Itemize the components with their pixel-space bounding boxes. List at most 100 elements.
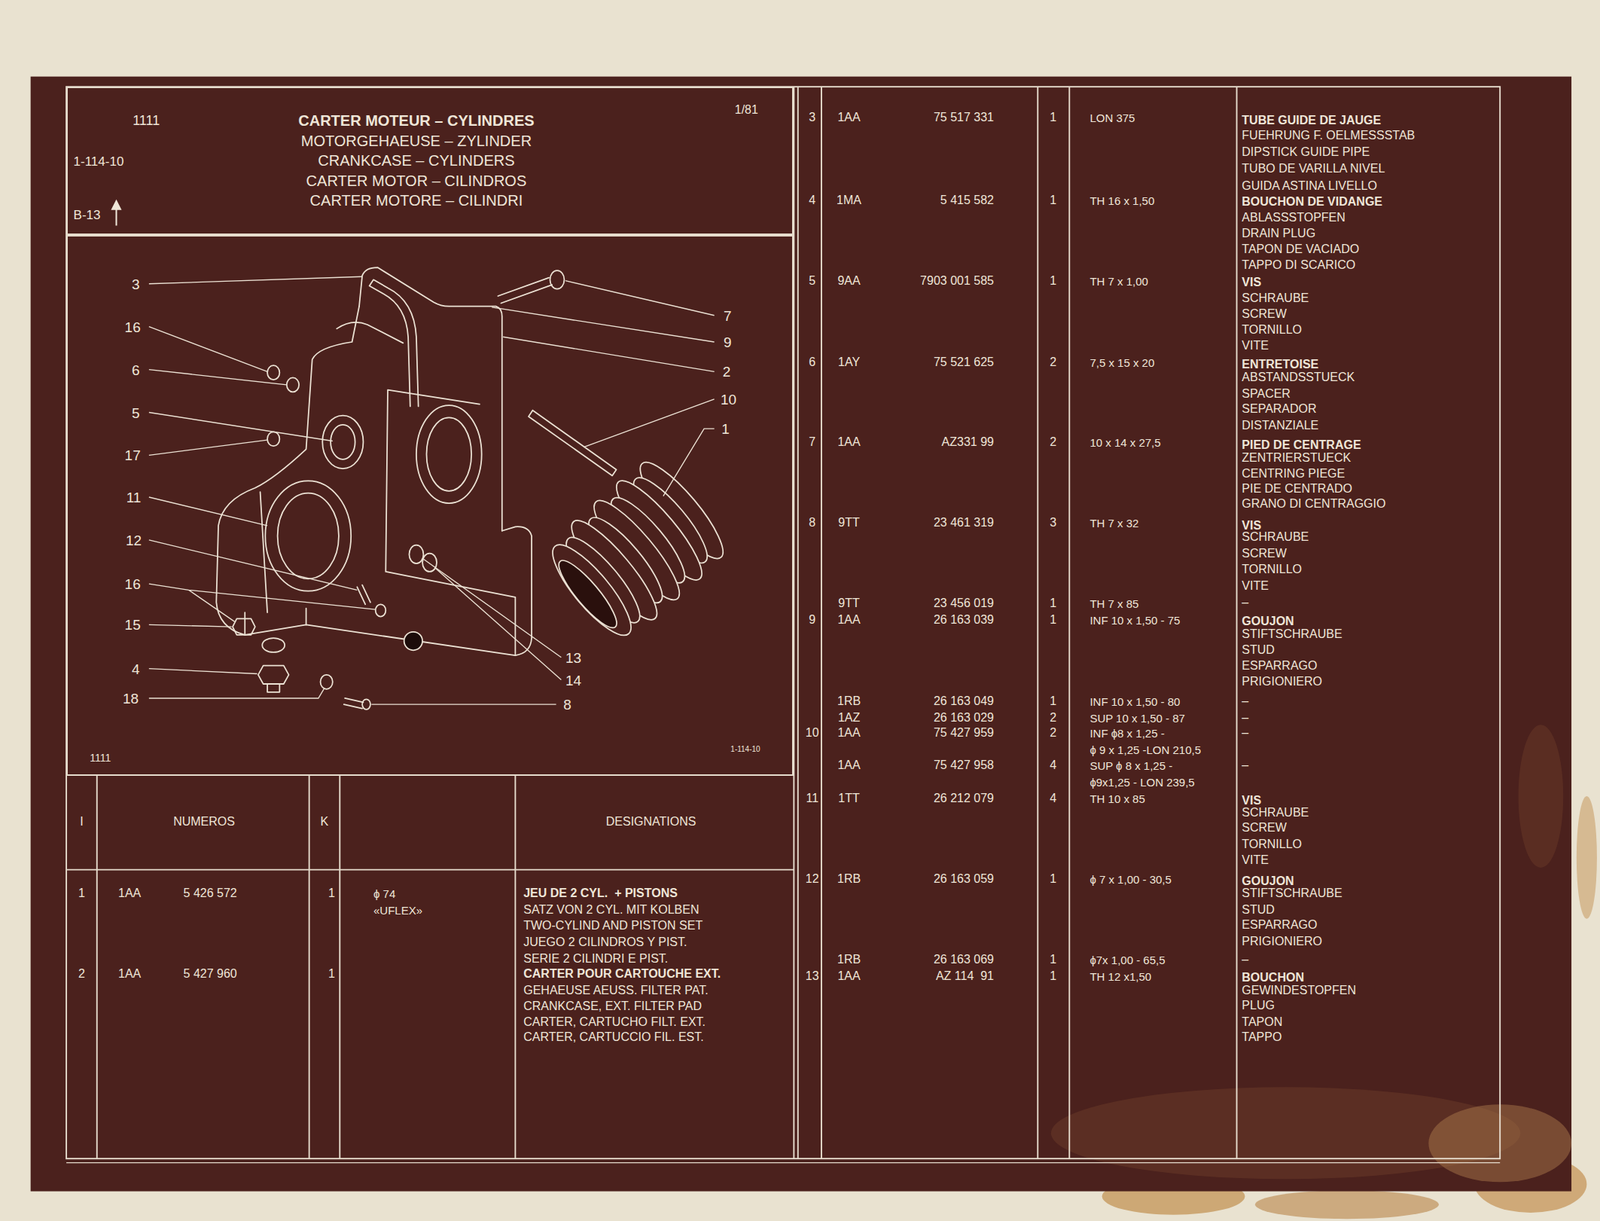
crankcase-illustration — [369, 279, 419, 406]
table-cell: 1AA — [837, 435, 860, 448]
table-cell: 1 — [1049, 694, 1057, 708]
callout-number: 9 — [723, 335, 732, 350]
crankcase-illustration — [549, 270, 564, 289]
callout-number: 14 — [565, 672, 582, 687]
table-cell: 23 456 019 — [933, 597, 994, 610]
table-cell: GUIDA ASTINA LIVELLO — [1241, 179, 1378, 192]
panel-text: 1111 — [132, 113, 160, 128]
crankcase-illustration — [416, 405, 482, 503]
table-cell: INF 10 x 1,50 - 75 — [1089, 613, 1180, 625]
table-cell: 75 427 958 — [933, 758, 994, 772]
table-cell: DRAIN PLUG — [1241, 227, 1316, 240]
table-cell: VITE — [1241, 339, 1269, 352]
table-cell: 1 — [1049, 953, 1057, 966]
table-cell: CRANKCASE, EXT. FILTER PAD — [523, 999, 702, 1012]
table-frame — [514, 775, 516, 1159]
crankcase-illustration — [286, 377, 299, 392]
crankcase-illustration — [265, 480, 351, 591]
table-cell: 13 — [805, 969, 820, 982]
column-header: I — [79, 815, 83, 828]
table-cell: – — [1241, 726, 1249, 739]
table-cell: 2 — [1049, 435, 1057, 448]
table-cell: 2 — [1049, 726, 1057, 739]
stain — [1518, 724, 1564, 868]
table-cell: – — [1241, 596, 1249, 609]
table-cell: PIE DE CENTRADO — [1241, 482, 1353, 495]
crankcase-illustration — [408, 545, 424, 564]
table-frame — [66, 86, 1500, 1162]
table-cell: PIED DE CENTRAGE — [1241, 438, 1361, 452]
table-cell: 1 — [1049, 597, 1057, 610]
table-cell: 4 — [808, 194, 816, 207]
stain — [1051, 724, 1572, 1182]
table-cell: 1AA — [118, 886, 141, 900]
callout-number: 16 — [124, 576, 141, 592]
table-cell: 1AA — [837, 969, 860, 982]
cylinder-illustration — [542, 534, 643, 645]
crankcase-illustration — [320, 674, 333, 689]
column-header: K — [320, 815, 330, 828]
crankcase-illustration — [267, 365, 280, 380]
table-cell: 1MA — [836, 194, 862, 207]
table-cell: 1 — [78, 886, 86, 900]
table-frame — [820, 86, 823, 1159]
table-cell: 26 212 079 — [933, 792, 994, 805]
crankcase-illustration — [330, 424, 356, 460]
crankcase-illustration — [344, 697, 364, 709]
table-cell: 1AA — [837, 758, 860, 772]
table-frame — [96, 775, 98, 1159]
panel-text: 1-114-10 — [730, 745, 760, 753]
table-cell: 75 521 625 — [933, 356, 994, 369]
table-cell: PRIGIONIERO — [1241, 935, 1323, 948]
callout-number: 18 — [122, 690, 139, 705]
leader-line — [149, 276, 363, 284]
table-cell: GRANO DI CENTRAGGIO — [1241, 497, 1386, 510]
table-cell: 1 — [328, 967, 336, 980]
table-cell: AZ331 99 — [941, 435, 994, 448]
table-cell: TH 7 x 32 — [1089, 516, 1139, 528]
table-cell: ϕ 74 — [373, 886, 396, 899]
title: CARTER MOTEUR – CYLINDRES — [298, 112, 534, 128]
crankcase-illustration — [356, 585, 371, 605]
table-cell: ESPARRAGO — [1241, 659, 1317, 672]
table-cell: VIS — [1241, 276, 1262, 289]
leader-line — [502, 336, 715, 372]
table-cell: ϕ7x 1,00 - 65,5 — [1089, 953, 1165, 965]
table-cell: VITE — [1241, 579, 1269, 592]
table-cell: ENTRETOISE — [1241, 358, 1319, 371]
table-cell: 5 427 960 — [183, 967, 238, 980]
table-cell: 1 — [1049, 274, 1057, 287]
table-cell: ϕ 7 x 1,00 - 30,5 — [1089, 872, 1171, 884]
table-cell: 5 426 572 — [183, 886, 238, 900]
callout-number: 16 — [124, 319, 141, 334]
table-cell: TUBE GUIDE DE JAUGE — [1241, 114, 1381, 127]
table-cell: 1AA — [837, 613, 860, 626]
crankcase-illustration — [267, 431, 280, 446]
callout-number: 10 — [720, 391, 737, 406]
table-cell: ZENTRIERSTUECK — [1241, 451, 1351, 464]
panel-text: 1-114-10 — [73, 155, 125, 168]
table-cell: SCREW — [1241, 547, 1287, 560]
drawing — [30, 76, 1597, 1220]
table-cell: 1AY — [838, 356, 860, 369]
table-frame — [797, 86, 799, 1159]
table-cell: SUP ϕ 8 x 1,25 - — [1089, 759, 1173, 772]
table-cell: 1TT — [838, 792, 860, 805]
table-cell: – — [1241, 694, 1249, 708]
table-cell: 9AA — [837, 274, 860, 287]
table-cell: LON 375 — [1089, 111, 1135, 123]
table-cell: FUEHRUNG F. OELMESSSTAB — [1241, 129, 1415, 142]
table-cell: 26 163 069 — [933, 953, 994, 966]
table-cell: 75 427 959 — [933, 726, 994, 739]
callout-number: 4 — [131, 661, 141, 676]
table-cell: TH 16 x 1,50 — [1089, 194, 1155, 206]
table-cell: – — [1241, 711, 1249, 724]
panel-text: MOTORGEHAEUSE – ZYLINDER — [301, 133, 532, 149]
table-cell: ϕ9x1,25 - LON 239,5 — [1089, 776, 1195, 788]
table-cell: 1AA — [837, 111, 860, 124]
table-cell: 11 — [805, 792, 819, 805]
table-cell: SCHRAUBE — [1241, 292, 1309, 305]
table-cell: 75 517 331 — [933, 111, 994, 124]
illustration-panel: 11111-114-10 — [66, 234, 794, 776]
